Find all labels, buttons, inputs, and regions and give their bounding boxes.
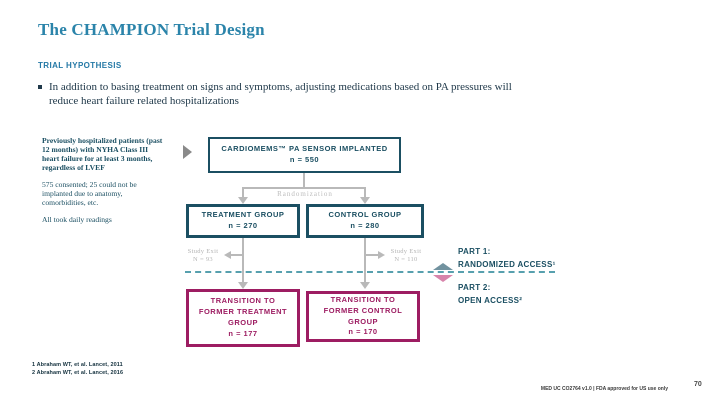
note-inclusion-criteria: Previously hospitalized patients (past 1…	[42, 136, 163, 172]
transition-control-line3: GROUP	[347, 316, 378, 326]
control-group-n: n = 280	[350, 221, 380, 230]
treatment-group-box: TREATMENT GROUP n = 270	[186, 204, 300, 238]
study-exit-right-n: N = 110	[394, 256, 418, 264]
footnote-2: 2 Abraham WT, et al. Lancet, 2016	[32, 370, 124, 376]
part1-label: PART 1: RANDOMIZED ACCESS¹	[458, 245, 556, 271]
part2-subtitle: OPEN ACCESS²	[458, 296, 523, 305]
implant-box-label: CARDIOMEMS™ PA SENSOR IMPLANTED	[221, 144, 388, 154]
randomization-label: Randomization	[277, 190, 333, 198]
down-arrow-icon	[238, 197, 248, 204]
part2-label: PART 2: OPEN ACCESS²	[458, 281, 522, 307]
transition-control-n: n = 170	[348, 327, 378, 337]
note-consented: 575 consented; 25 could not be implanted…	[42, 179, 137, 207]
implant-box: CARDIOMEMS™ PA SENSOR IMPLANTED n = 550	[208, 137, 401, 173]
transition-treatment-line2: FORMER TREATMENT	[198, 307, 288, 317]
transition-treatment-line1: TRANSITION TO	[210, 296, 276, 306]
study-exit-left-label: Study Exit	[187, 248, 219, 255]
note-daily-readings: All took daily readings	[42, 214, 112, 224]
part-divider-dashed-line	[185, 271, 555, 273]
treatment-group-n: n = 270	[228, 221, 258, 230]
section-label: TRIAL HYPOTHESIS	[38, 61, 122, 70]
left-arrow-icon	[224, 251, 231, 259]
study-exit-left: Study Exit N = 93	[183, 248, 223, 264]
footnote-1: 1 Abraham WT, et al. Lancet, 2011	[32, 362, 123, 368]
transition-control-line2: FORMER CONTROL	[323, 305, 403, 315]
transition-treatment-box: TRANSITION TO FORMER TREATMENT GROUP n =…	[186, 289, 300, 347]
control-group-box: CONTROL GROUP n = 280	[306, 204, 424, 238]
connector-line	[242, 187, 244, 198]
left-notes: Previously hospitalized patients (past 1…	[42, 136, 164, 233]
part1-up-triangle-icon	[433, 263, 453, 270]
study-exit-right-label: Study Exit	[390, 248, 422, 255]
down-arrow-icon	[360, 282, 370, 289]
transition-treatment-line3: GROUP	[227, 318, 258, 327]
page-number: 70	[694, 381, 702, 388]
bullet-marker-icon	[38, 85, 42, 89]
hypothesis-bullet: In addition to basing treatment on signs…	[38, 80, 543, 109]
document-code: MED UC CO2764 v1.0 | FDA approved for US…	[540, 386, 668, 392]
down-arrow-icon	[238, 282, 248, 289]
part1-title: PART 1:	[458, 247, 491, 256]
study-exit-left-n: N = 93	[193, 256, 213, 264]
footnotes: 1 Abraham WT, et al. Lancet, 2011 2 Abra…	[32, 361, 123, 377]
right-arrow-icon	[183, 145, 192, 159]
implant-box-n: n = 550	[289, 155, 320, 164]
down-arrow-icon	[360, 197, 370, 204]
transition-treatment-n: n = 177	[228, 328, 258, 338]
part1-subtitle: RANDOMIZED ACCESS¹	[458, 260, 556, 269]
part2-title: PART 2:	[458, 283, 491, 292]
connector-line	[366, 254, 378, 256]
transition-control-line1: TRANSITION TO	[330, 294, 396, 304]
study-exit-right: Study Exit N = 110	[384, 248, 428, 264]
part2-down-triangle-icon	[433, 275, 453, 282]
hypothesis-text: In addition to basing treatment on signs…	[49, 81, 512, 108]
transition-control-box: TRANSITION TO FORMER CONTROL GROUP n = 1…	[306, 291, 420, 342]
connector-line	[242, 238, 244, 283]
control-group-label: CONTROL GROUP	[328, 210, 402, 220]
connector-line	[303, 173, 305, 188]
connector-line	[242, 187, 366, 189]
connector-line	[364, 238, 366, 283]
treatment-group-label: TREATMENT GROUP	[201, 210, 285, 220]
connector-line	[364, 187, 366, 198]
right-arrow-icon	[378, 251, 385, 259]
connector-line	[231, 254, 243, 256]
page-title: The CHAMPION Trial Design	[38, 20, 265, 39]
